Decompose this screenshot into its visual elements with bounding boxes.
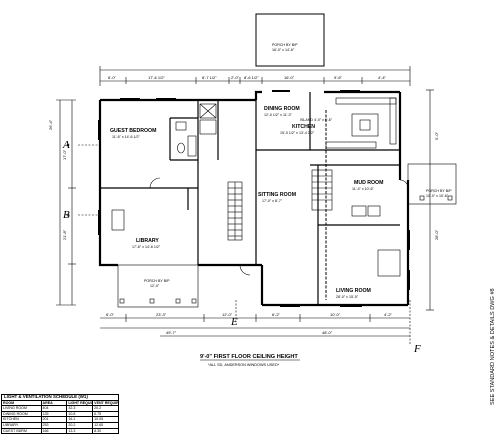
porch-right-size: 10'-0" x 10'-6" [426, 194, 449, 198]
dim-bottom-2: 12'-0" [222, 312, 233, 317]
schedule-title: LIGHT & VENTILATION SCHEDULE (W1) [2, 394, 118, 401]
dim-right-1: 5'-0" [434, 131, 439, 140]
schedule-cell: 13.3 [67, 428, 94, 434]
porch-left-size: 12'-0" [150, 284, 160, 288]
schedule-cell: 166 [42, 428, 68, 434]
schedule-cell: 20.2 [67, 422, 94, 428]
ventilation-schedule: LIGHT & VENTILATION SCHEDULE (W1) ROOM A… [1, 394, 119, 434]
schedule-cell: 404 [42, 406, 68, 411]
schedule-row: KITCHEN 201 16.1 10.05 [2, 417, 118, 423]
schedule-row: LIBRARY 253 20.2 12.65 [2, 422, 118, 429]
dim-top-6: 9'-6" [334, 75, 343, 80]
porch-top-size: 16'-0" x 14'-6" [272, 48, 295, 52]
library-size: 17'-6" x 14'-6 1/2" [132, 245, 161, 249]
mud-room-size: 11'-4" x 10'-6" [352, 187, 375, 191]
porch-left-label: PORCH BY B/P [144, 279, 170, 283]
dim-left-1: 17'-0" [62, 149, 67, 160]
porch-right [407, 163, 457, 205]
schedule-header: VENT REQUIRED [94, 400, 118, 405]
schedule-cell: LIVING ROOM [2, 406, 42, 411]
dim-bottom-4: 10'-0" [330, 312, 341, 317]
porch-right-label: PORCH BY B/P [426, 189, 452, 193]
dim-bottom2-1: 48'-0" [322, 330, 333, 335]
kitchen-label: KITCHEN [292, 124, 315, 130]
dining-room-label: DINING ROOM [264, 106, 300, 112]
grid-label-e: E [230, 316, 238, 328]
island-label: ISLAND 4'-0" x 6'-6" [300, 118, 333, 122]
sitting-room-label: SITTING ROOM [258, 192, 296, 198]
schedule-cell: 201 [42, 417, 68, 422]
schedule-header: ROOM [2, 400, 42, 406]
schedule-header: LIGHT REQUIRED [68, 400, 94, 406]
sitting-room-size: 17'-0" x 8'-7" [262, 199, 283, 203]
schedule-cell: 32.3 [67, 406, 94, 411]
schedule-cell: 12.65 [94, 422, 104, 427]
dim-top-7: 4'-4" [378, 75, 387, 80]
schedule-cell: GUEST BDRM [2, 428, 42, 434]
dim-left-2: 21'-8" [62, 229, 67, 240]
stair-right [311, 169, 333, 211]
guest-bedroom-size: 11'-6" x 14'-6 1/2" [112, 135, 141, 139]
dim-right-0: 28'-0" [434, 229, 439, 240]
dim-bottom-3: 6'-2" [272, 312, 281, 317]
schedule-row: LIVING ROOM 404 32.3 20.2 [2, 406, 118, 412]
kitchen-island [351, 113, 379, 137]
dim-top-3: 2'-0" [231, 75, 240, 80]
library-label: LIBRARY [136, 238, 159, 244]
schedule-cell: 10.05 [94, 417, 104, 422]
schedule-header: AREA [42, 400, 68, 406]
exterior-wall-left [98, 100, 118, 267]
schedule-header-row: ROOM AREA LIGHT REQUIRED VENT REQUIRED [2, 400, 118, 407]
schedule-cell: KITCHEN [2, 417, 42, 422]
dim-top-2: 8'-7 1/2" [202, 75, 217, 80]
porch-top-label: PORCH BY B/P [272, 43, 298, 47]
schedule-cell: 16.1 [67, 417, 94, 422]
grid-label-b: B [63, 209, 70, 221]
grid-label-a: A [62, 139, 70, 151]
drawing-title: 9'-0" FIRST FLOOR CEILING HEIGHT [200, 354, 298, 360]
dim-top-0: 6'-0" [108, 75, 117, 80]
schedule-cell: 8.30 [94, 428, 102, 433]
living-room-label: LIVING ROOM [336, 288, 371, 294]
mud-room-label: MUD ROOM [354, 180, 383, 186]
schedule-cell: 135 [42, 411, 68, 417]
dim-top-4: 8'-6 1/2" [244, 75, 259, 80]
dim-bottom-1: 23'-3" [156, 312, 167, 317]
schedule-cell: 20.2 [94, 406, 102, 411]
schedule-row: DINING ROOM 135 10.8 6.75 [2, 411, 118, 418]
kitchen-size: 15'-0 1/2" x 13'-4 1/2" [280, 131, 315, 135]
porch-left [117, 264, 199, 308]
side-note: SEE STANDARD NOTES & DETAILS DWG #8 [490, 288, 496, 405]
grid-label-f: F [413, 343, 421, 355]
porch-top [255, 13, 325, 67]
schedule-cell: 10.8 [67, 411, 94, 417]
living-room-size: 28'-0" x 15'-5" [336, 295, 359, 299]
dim-bottom-0: 6'-0" [106, 312, 115, 317]
guest-bedroom-label: GUEST BEDROOM [110, 128, 156, 134]
schedule-row: GUEST BDRM 166 13.3 8.30 [2, 428, 118, 434]
dim-top-1: 17'-6 1/2" [148, 75, 165, 80]
schedule-cell: 6.75 [94, 411, 102, 416]
dim-left-0: 26'-4" [48, 119, 53, 130]
drawing-subtitle: *ALL SD, ANDERSON WINDOWS USED* [208, 363, 280, 367]
schedule-cell: LIBRARY [2, 422, 42, 428]
schedule-cell: DINING ROOM [2, 411, 42, 417]
dining-room-size: 12'-0 1/2" x 11'-3" [264, 113, 293, 117]
dim-bottom-5: 4'-2" [384, 312, 393, 317]
dim-bottom2-0: 49'-7" [166, 330, 177, 335]
schedule-cell: 253 [42, 422, 68, 428]
dim-top-5: 16'-0" [284, 75, 295, 80]
